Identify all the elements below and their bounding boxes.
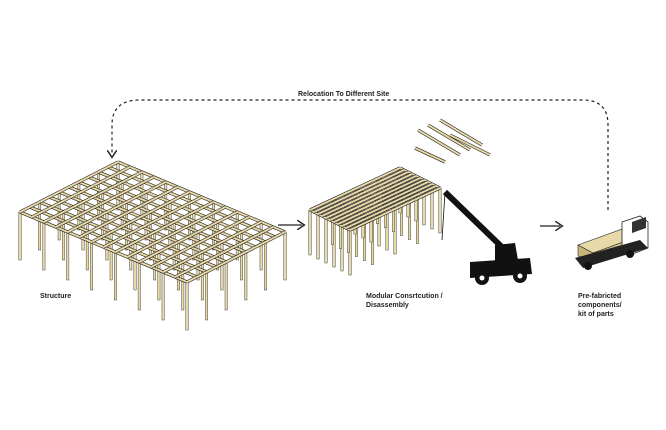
truck-icon	[575, 215, 649, 270]
beam	[43, 171, 143, 223]
post	[114, 251, 117, 301]
beam	[349, 187, 441, 231]
relocation-label: Relocation To Different Site	[298, 91, 390, 98]
post	[90, 241, 93, 291]
beam	[138, 211, 238, 263]
modular-structure-grid	[308, 166, 442, 276]
relocation-dashed-arrow	[112, 99, 609, 210]
beam	[337, 181, 429, 225]
post	[224, 261, 228, 311]
beam	[55, 176, 155, 228]
beam	[427, 124, 471, 151]
beam	[19, 161, 119, 213]
post	[324, 217, 328, 264]
beam	[67, 181, 167, 233]
label-line: kit of parts	[578, 311, 614, 318]
post	[438, 187, 442, 234]
beam	[186, 231, 286, 283]
beam	[162, 221, 262, 273]
post	[161, 271, 165, 321]
beam	[329, 177, 421, 221]
stage-label-structure: Structure	[40, 292, 71, 301]
stage-label-modular: Modular Consrtcution / Disassembly	[366, 292, 443, 310]
post	[264, 241, 267, 291]
beam	[341, 183, 433, 227]
beam	[325, 175, 417, 219]
beam	[333, 179, 425, 223]
post	[42, 221, 46, 271]
beam	[79, 186, 179, 238]
beam	[439, 119, 483, 146]
beam	[313, 169, 405, 213]
post	[283, 231, 287, 281]
label-line: Structure	[40, 293, 72, 300]
beam	[309, 167, 401, 211]
label-line: Modular Consrtcution /	[366, 293, 443, 300]
beam	[114, 201, 214, 253]
post	[66, 231, 70, 281]
beam	[91, 191, 191, 243]
beam	[174, 226, 274, 278]
stage-label-prefab: Pre-fabricted components/ kit of parts	[578, 292, 666, 319]
beam	[345, 185, 437, 229]
beam	[417, 129, 461, 156]
post	[18, 211, 22, 261]
crane-icon	[441, 189, 532, 285]
post	[137, 261, 141, 311]
beam	[150, 216, 250, 268]
beam	[126, 206, 226, 258]
label-line: Disassembly	[366, 302, 409, 309]
beam	[414, 147, 446, 163]
beam	[31, 166, 131, 218]
post	[316, 213, 320, 260]
floating-beams	[414, 118, 491, 164]
post	[244, 251, 248, 301]
beam	[449, 134, 491, 156]
label-line: Pre-fabricted components/	[578, 293, 622, 309]
beam	[321, 173, 413, 217]
beam	[103, 196, 202, 248]
post	[205, 271, 208, 321]
post	[185, 281, 189, 331]
structure-grid	[18, 160, 287, 331]
post	[308, 209, 312, 256]
beam	[317, 171, 409, 215]
